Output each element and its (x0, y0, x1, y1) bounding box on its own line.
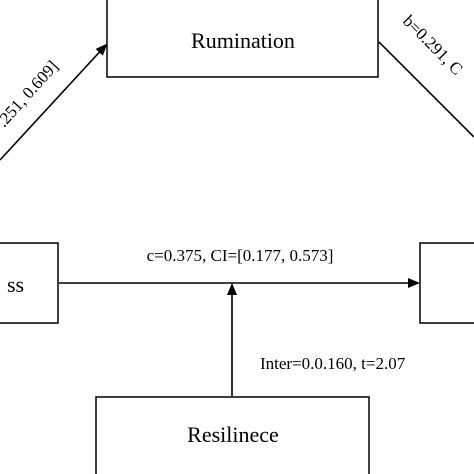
b-path-line (378, 41, 474, 138)
rumination-box (106, 0, 379, 78)
a-path-arrow (0, 43, 108, 161)
c-path-label: c=0.375, CI=[0.177, 0.573] (147, 246, 334, 265)
stress-box (0, 242, 59, 324)
a-path-label: .251, 0.609] (0, 57, 62, 131)
interaction-label: Inter=0.0.160, t=2.07 (260, 354, 406, 373)
rumination-label: Rumination (191, 28, 295, 53)
stress-label: ss (7, 272, 24, 297)
resilience-label: Resilinece (187, 422, 279, 447)
outcome-box (419, 242, 474, 324)
resilience-box (95, 396, 370, 474)
b-path-label: b=0.291, C (399, 11, 466, 78)
